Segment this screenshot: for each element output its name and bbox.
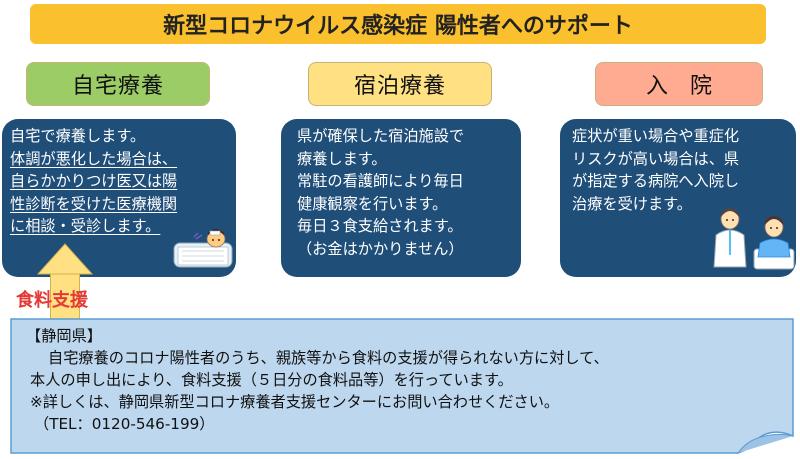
up-arrow-icon (37, 243, 93, 275)
card-hospital-line: 治療を受けます。 (572, 194, 692, 213)
card-hotel-line: 健康観察を行います。 (297, 194, 448, 213)
category-home-care-label: 自宅療養 (71, 74, 164, 99)
category-home-care: 自宅療養 (26, 62, 210, 106)
notice-text: 【静岡県】 自宅療養のコロナ陽性者のうち、親族等から食料の支援が得られない方に対… (26, 325, 609, 435)
card-home-line: 体調が悪化した場合は、 (10, 149, 178, 168)
card-hospital-line: リスクが高い場合は、県 (572, 149, 740, 168)
card-hotel-line: （お金はかかりません） (297, 239, 464, 258)
notice-line: 本人の申し出により、食料支援（５日分の食料品等）を行っています。 (30, 371, 513, 389)
card-hospital-line: 症状が重い場合や重症化 (572, 127, 740, 145)
card-hotel-line: 療養します。 (297, 149, 387, 168)
card-home-line: 性診断を受けた医療機関 (10, 194, 178, 213)
page-title: 新型コロナウイルス感染症 陽性者へのサポート (30, 4, 766, 44)
notice-phone: （TEL：0120-546-199） (34, 415, 215, 433)
card-home-line: に相談・受診します。 (10, 217, 161, 235)
notice-heading: 【静岡県】 (26, 327, 102, 345)
notice-line: 自宅療養のコロナ陽性者のうち、親族等から食料の支援が得られない方に対して、 (48, 349, 609, 367)
card-hotel-care: 県が確保した宿泊施設で 療養します。 常駐の看護師により毎日 健康観察を行います… (281, 119, 521, 277)
food-support-label: 食料支援 (16, 290, 88, 311)
category-hotel-care-label: 宿泊療養 (353, 74, 446, 99)
notice-line: ※詳しくは、静岡県新型コロナ療養者支援センターにお問い合わせください。 (30, 393, 560, 411)
card-home-care: 自宅で療養します。 体調が悪化した場合は、 自らかかりつけ医又は陽 性診断を受け… (2, 119, 236, 277)
card-hospitalization: 症状が重い場合や重症化 リスクが高い場合は、県 が指定する病院へ入院し 治療を受… (560, 119, 796, 277)
card-hotel-line: 常駐の看護師により毎日 (297, 172, 464, 190)
card-home-line: 自宅で療養します。 (10, 127, 146, 145)
card-hospital-line: が指定する病院へ入院し (572, 172, 740, 190)
page-title-text: 新型コロナウイルス感染症 陽性者へのサポート (163, 14, 633, 39)
category-hospitalization: 入院 (595, 62, 763, 106)
notice-box (10, 318, 794, 454)
category-hotel-care: 宿泊療養 (308, 62, 492, 106)
card-hotel-line: 毎日３食支給されます。 (297, 217, 463, 235)
card-home-line: 自らかかりつけ医又は陽 (10, 172, 178, 190)
card-hotel-line: 県が確保した宿泊施設で (297, 127, 465, 145)
sick-in-bed-icon (173, 229, 233, 268)
category-hospitalization-label: 入院 (645, 74, 734, 99)
doctor-and-patient-icon (713, 208, 795, 270)
